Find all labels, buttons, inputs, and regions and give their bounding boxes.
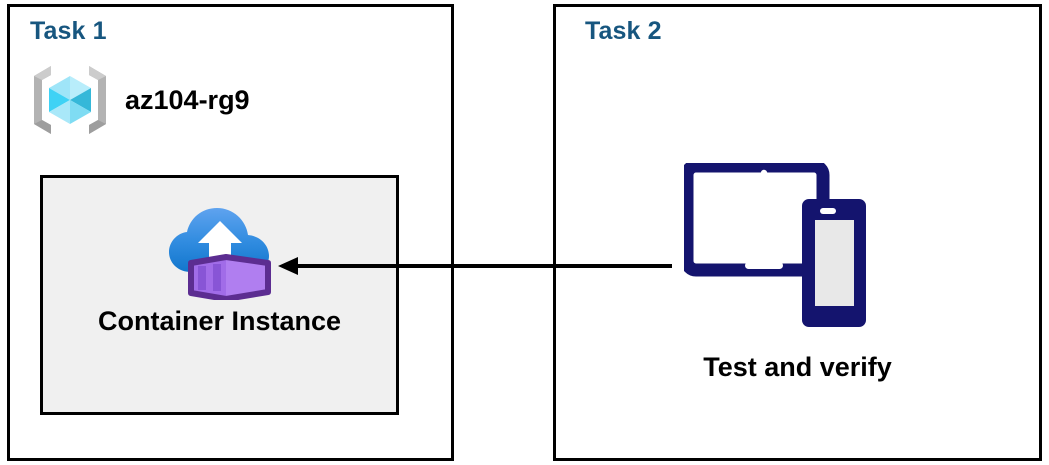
resource-group-row: az104-rg9 bbox=[31, 63, 250, 137]
test-to-container-arrow bbox=[278, 257, 672, 275]
task1-title: Task 1 bbox=[30, 17, 107, 45]
azure-container-instance-icon bbox=[168, 208, 271, 300]
tablet-and-phone-icon bbox=[684, 163, 866, 327]
container-instance-label: Container Instance bbox=[97, 306, 342, 336]
test-and-verify-label: Test and verify bbox=[703, 352, 892, 382]
task2-title: Task 2 bbox=[585, 17, 662, 45]
resource-group-label: az104-rg9 bbox=[125, 84, 250, 115]
container-instance-card: Container Instance bbox=[40, 175, 399, 415]
task2-panel bbox=[553, 4, 1042, 461]
azure-resource-group-icon bbox=[34, 66, 106, 134]
task1-panel bbox=[7, 4, 454, 461]
